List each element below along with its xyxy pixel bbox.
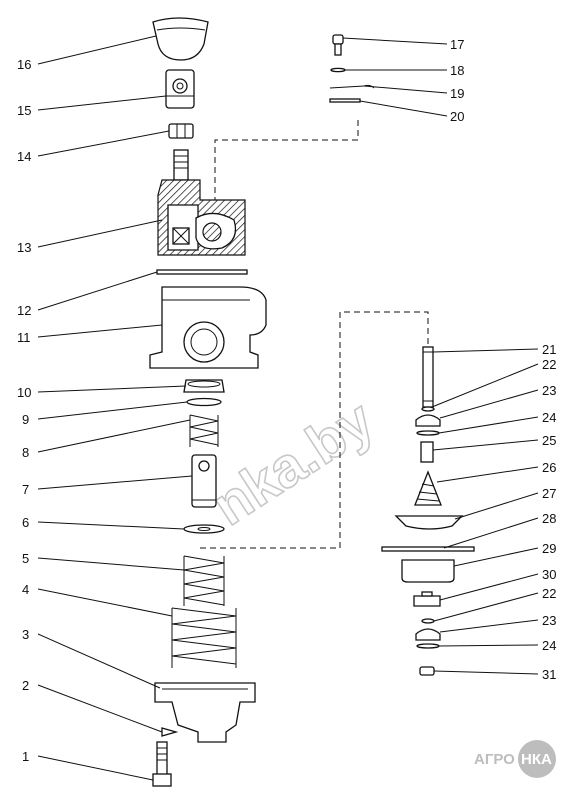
part-21-rod xyxy=(422,346,434,408)
part-22-clip-bottom xyxy=(421,618,435,624)
part-11-body xyxy=(149,286,267,369)
part-15-clevis xyxy=(165,69,195,109)
callout-17: 17 xyxy=(450,37,464,52)
dashed-link-upper xyxy=(214,120,359,205)
callout-18: 18 xyxy=(450,63,464,78)
watermark-text: nka.by xyxy=(201,388,384,537)
part-14-nut xyxy=(168,123,194,139)
callout-10: 10 xyxy=(17,385,31,400)
part-23-cup-top xyxy=(415,414,441,427)
callout-12: 12 xyxy=(17,303,31,318)
callout-labels: 16 15 14 13 12 11 10 9 8 7 6 5 4 3 2 1 1… xyxy=(17,37,556,764)
part-7-plunger xyxy=(191,454,217,508)
callout-20: 20 xyxy=(450,109,464,124)
brand-text-nka: НКА xyxy=(521,751,552,768)
part-3-base xyxy=(154,682,256,743)
part-26-spring xyxy=(414,470,442,506)
part-8-spring xyxy=(189,414,219,447)
callout-24-top: 24 xyxy=(542,410,556,425)
dashed-link-lower xyxy=(200,311,429,549)
leader-lines xyxy=(37,35,539,781)
part-4-spring xyxy=(171,607,237,668)
callout-6: 6 xyxy=(22,515,29,530)
part-25-sleeve xyxy=(420,441,434,463)
callout-28: 28 xyxy=(542,511,556,526)
callout-19: 19 xyxy=(450,86,464,101)
part-20-gasket xyxy=(329,98,361,103)
callout-29: 29 xyxy=(542,541,556,556)
part-17-screw xyxy=(332,34,344,56)
callout-14: 14 xyxy=(17,149,31,164)
callout-22-top: 22 xyxy=(542,357,556,372)
callout-23-top: 23 xyxy=(542,383,556,398)
part-9-washer xyxy=(186,397,222,407)
callout-30: 30 xyxy=(542,567,556,582)
part-1-bolt xyxy=(152,741,172,787)
brand-logo: АГРО НКА xyxy=(474,740,556,778)
callout-26: 26 xyxy=(542,460,556,475)
brand-text-agro: АГРО xyxy=(474,751,515,768)
part-24-ring-top xyxy=(416,430,440,436)
callout-23-bottom: 23 xyxy=(542,613,556,628)
callout-8: 8 xyxy=(22,445,29,460)
callout-1: 1 xyxy=(22,749,29,764)
callout-25: 25 xyxy=(542,433,556,448)
part-13-cam-housing xyxy=(157,149,246,256)
callout-22-bottom: 22 xyxy=(542,586,556,601)
callout-2: 2 xyxy=(22,678,29,693)
callout-21: 21 xyxy=(542,342,556,357)
part-5-spring xyxy=(183,555,225,606)
part-16-knob xyxy=(152,17,209,61)
callout-9: 9 xyxy=(22,412,29,427)
callout-11: 11 xyxy=(17,330,31,345)
part-29-cap xyxy=(401,559,455,583)
part-23-cup-bottom xyxy=(415,628,441,641)
part-28-gasket xyxy=(381,546,475,552)
part-31-nut xyxy=(419,666,435,676)
part-12-gasket xyxy=(156,269,248,275)
part-24-ring-bottom xyxy=(416,643,440,649)
part-6-washer xyxy=(183,524,225,534)
brand-circle-icon xyxy=(518,740,556,778)
callout-7: 7 xyxy=(22,482,29,497)
callout-3: 3 xyxy=(22,627,29,642)
part-10-ring xyxy=(183,379,225,393)
callout-24-bottom: 24 xyxy=(542,638,556,653)
callout-31: 31 xyxy=(542,667,556,682)
part-27-diaphragm xyxy=(394,515,464,530)
callout-27: 27 xyxy=(542,486,556,501)
part-2-pin xyxy=(161,727,179,737)
callout-4: 4 xyxy=(22,582,29,597)
callout-16: 16 xyxy=(17,57,31,72)
callout-15: 15 xyxy=(17,103,31,118)
part-22-clip-top xyxy=(421,406,435,412)
callout-13: 13 xyxy=(17,240,31,255)
part-18-washer xyxy=(330,67,346,73)
part-30-seat xyxy=(413,591,441,607)
callout-5: 5 xyxy=(22,551,29,566)
